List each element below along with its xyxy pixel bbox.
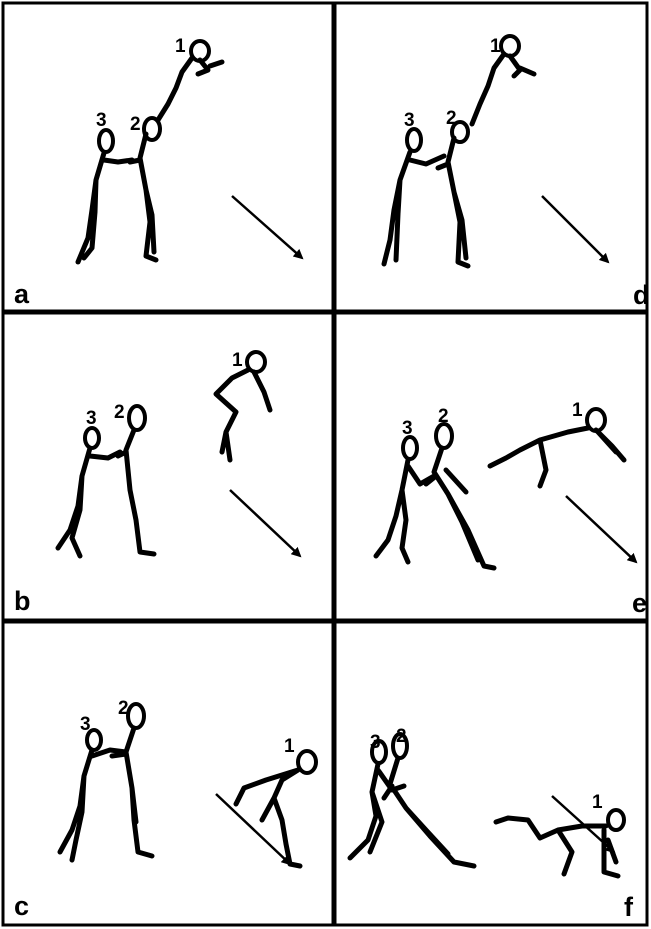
figure-label-1: 1: [490, 36, 501, 57]
figure-label-2: 2: [446, 108, 457, 129]
figure-2: [438, 122, 468, 266]
figure-label-1: 1: [232, 350, 243, 371]
figure-2: [130, 118, 160, 260]
figure-label-2: 2: [438, 406, 449, 427]
panel-label: e: [632, 588, 647, 618]
panel-b: 3 2 1 b: [14, 350, 300, 616]
motion-arrow: [542, 196, 608, 262]
figure-label-2: 2: [114, 402, 125, 423]
motion-arrow: [566, 496, 636, 562]
figure-3: [58, 428, 120, 556]
figure-2: [118, 406, 154, 554]
figure-label-1: 1: [572, 400, 583, 421]
panel-c: 3 2 1 c: [14, 698, 316, 921]
panel-f: 3 2 1 f: [350, 726, 634, 922]
figure-label-3: 3: [96, 110, 107, 131]
figure-label-3: 3: [404, 110, 415, 131]
figure-1: [158, 41, 222, 120]
figure-label-3: 3: [86, 408, 97, 429]
figure-label-2: 2: [396, 726, 407, 747]
figure-label-1: 1: [175, 36, 186, 57]
figure-label-1: 1: [284, 736, 295, 757]
figure-2: [112, 704, 152, 856]
panel-label: c: [14, 891, 29, 921]
figure-3: [78, 130, 132, 262]
figure-1: [236, 751, 316, 866]
figure-label-3: 3: [402, 418, 413, 439]
figure-label-3: 3: [80, 714, 91, 735]
panel-d: 3 2 1 d: [384, 36, 650, 310]
panel-label: f: [624, 892, 634, 922]
figure-1: [472, 36, 534, 124]
panel-e: 3 2 1 e: [376, 400, 647, 618]
panel-a: 3 2 1 a: [14, 36, 302, 309]
figure-label-2: 2: [118, 698, 129, 719]
figure-2: [426, 424, 494, 568]
figure-label-2: 2: [130, 114, 141, 135]
figure-label-3: 3: [370, 732, 381, 753]
figure-2: [384, 734, 474, 866]
figure-3: [384, 129, 444, 264]
figure-1: [216, 352, 270, 460]
panel-a-frame: [3, 3, 333, 311]
panel-b-frame: [3, 313, 333, 620]
motion-arrow: [232, 196, 302, 258]
motion-arrow: [230, 490, 300, 556]
panel-label: d: [633, 280, 650, 310]
figure-label-1: 1: [592, 792, 603, 813]
figure-1: [490, 409, 624, 486]
figure-3: [60, 730, 126, 860]
figure-3: [376, 437, 434, 562]
panel-label: a: [14, 279, 30, 309]
panel-label: b: [14, 586, 31, 616]
